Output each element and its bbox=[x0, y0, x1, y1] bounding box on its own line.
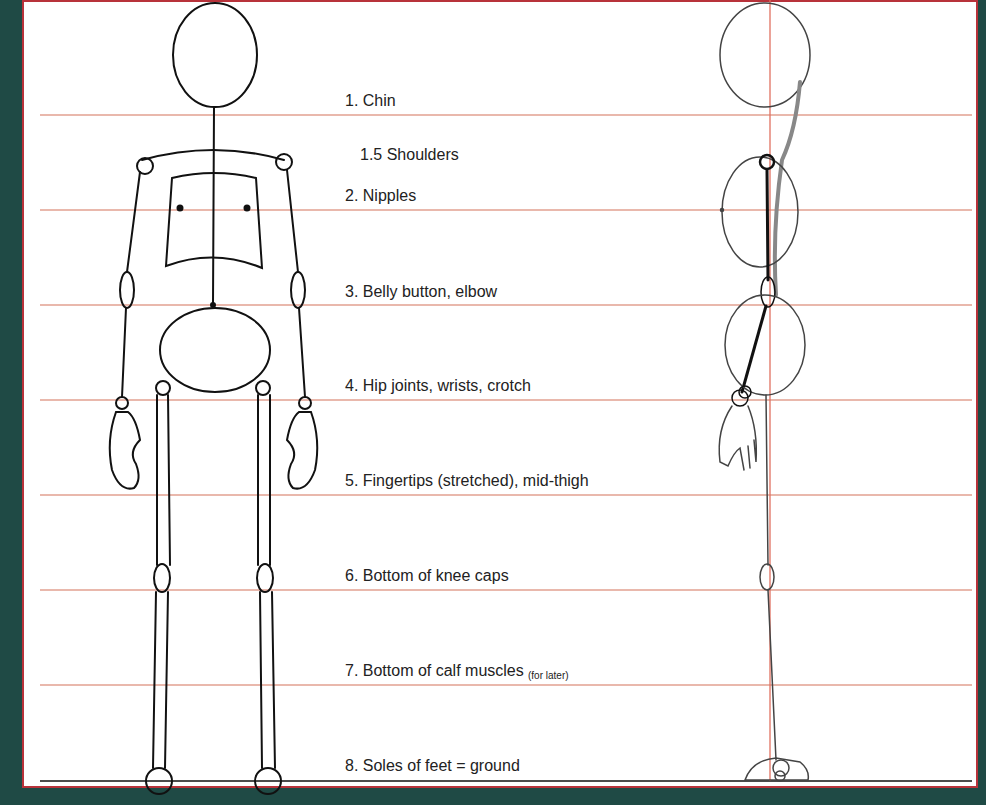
center-line bbox=[769, 0, 770, 781]
proportion-label: 3. Belly button, elbow bbox=[345, 283, 497, 301]
proportion-label: 5. Fingertips (stretched), mid-thigh bbox=[345, 472, 589, 490]
front-figure bbox=[110, 3, 318, 794]
proportion-label: 8. Soles of feet = ground bbox=[345, 757, 520, 775]
proportion-label: 2. Nipples bbox=[345, 187, 416, 205]
proportion-label: 1.5 Shoulders bbox=[360, 146, 459, 164]
guide-lines bbox=[40, 115, 972, 685]
note-text: (for later) bbox=[528, 667, 569, 685]
side-figure bbox=[719, 3, 810, 781]
proportion-label: 1. Chin bbox=[345, 92, 396, 110]
ground-line bbox=[40, 780, 972, 782]
proportion-label: 6. Bottom of knee caps bbox=[345, 567, 509, 585]
proportion-label: 7. Bottom of calf muscles bbox=[345, 662, 524, 680]
proportion-label: 4. Hip joints, wrists, crotch bbox=[345, 377, 531, 395]
